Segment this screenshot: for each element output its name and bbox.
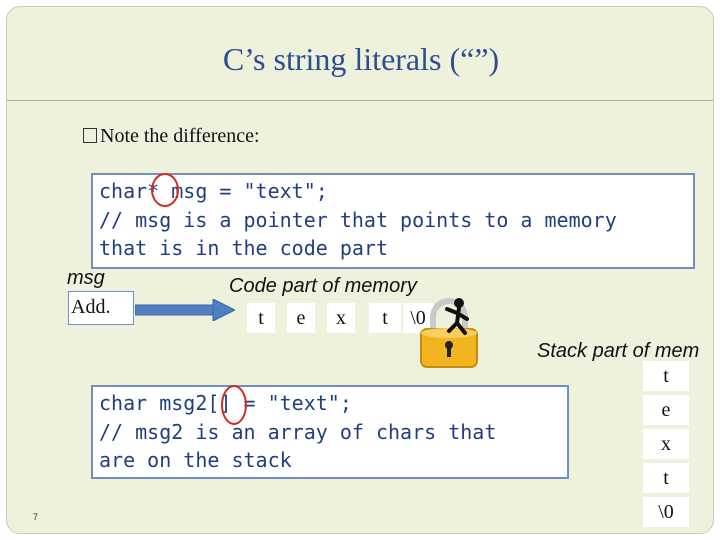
code-line: // msg2 is an array of chars that <box>99 419 497 444</box>
code-line: are on the stack <box>99 448 292 472</box>
slide-title: C’s string literals (“”) <box>222 41 500 77</box>
code-block-array: char msg2[] = "text"; // msg2 is an array… <box>91 385 569 479</box>
code-line: char msg2[] = "text"; <box>99 391 352 415</box>
code-memory-cell: x <box>327 303 355 333</box>
highlight-circle-brackets <box>221 385 247 425</box>
code-memory-cell: t <box>369 303 401 333</box>
code-memory-cell: e <box>287 303 315 333</box>
code-line: char* msg = "text"; <box>99 179 328 203</box>
stack-part-label: Stack part of mem <box>537 340 700 362</box>
bullet-point: Note the difference: <box>83 125 260 148</box>
stack-memory-cell: x <box>643 429 689 459</box>
slide: C’s string literals (“”) Note the differ… <box>6 6 714 534</box>
bullet-box-icon <box>83 128 97 143</box>
padlock-icon <box>420 298 478 368</box>
code-line: // msg is a pointer that points to a mem… <box>99 207 617 232</box>
code-memory-cell: t <box>247 303 275 333</box>
slide-number: 7 <box>33 512 39 522</box>
stack-memory-cell: \0 <box>643 497 689 527</box>
address-box: Add. <box>68 291 134 325</box>
title-area: C’s string literals (“”) <box>7 7 713 101</box>
code-memory-cell: \0 <box>403 303 433 333</box>
code-block-pointer: char* msg = "text"; // msg is a pointer t… <box>91 173 695 269</box>
code-line: that is in the code part <box>99 236 388 260</box>
bullet-text: Note the difference: <box>100 125 260 147</box>
stack-memory-cell: e <box>643 395 689 425</box>
code-part-label: Code part of memory <box>229 275 417 297</box>
stack-memory-cell: t <box>643 361 689 391</box>
msg-label: msg <box>67 267 105 289</box>
highlight-circle-asterisk <box>151 173 179 207</box>
pointer-arrow-icon <box>135 299 235 321</box>
stack-memory-cell: t <box>643 463 689 493</box>
